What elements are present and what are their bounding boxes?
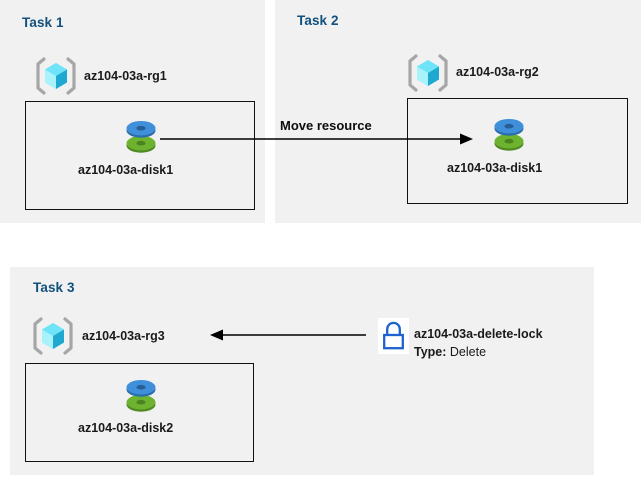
disk-label-task3: az104-03a-disk2 bbox=[78, 421, 174, 435]
connector-move-resource-label: Move resource bbox=[280, 118, 372, 133]
resource-box-task3 bbox=[25, 363, 254, 462]
panel-task2-title: Task 2 bbox=[297, 13, 339, 28]
resource-box-task2 bbox=[407, 98, 628, 204]
disk-icon bbox=[490, 112, 528, 154]
disk-icon bbox=[122, 114, 160, 156]
panel-task1 bbox=[0, 0, 265, 223]
resource-group-label-task3: az104-03a-rg3 bbox=[82, 329, 165, 343]
lock-icon bbox=[378, 318, 409, 354]
disk-label-task1: az104-03a-disk1 bbox=[78, 163, 174, 177]
panel-task2 bbox=[275, 0, 641, 223]
panel-task1-title: Task 1 bbox=[22, 15, 64, 30]
lock-name-label: az104-03a-delete-lock bbox=[414, 327, 543, 341]
resource-group-label-task1: az104-03a-rg1 bbox=[84, 69, 167, 83]
resource-group-icon bbox=[31, 315, 75, 357]
disk-icon bbox=[122, 373, 160, 415]
panel-task3-title: Task 3 bbox=[33, 280, 75, 295]
connector-lock-to-rg3 bbox=[208, 325, 373, 345]
resource-group-icon bbox=[406, 52, 450, 94]
resource-box-task1 bbox=[25, 101, 255, 210]
lock-type-value: Delete bbox=[449, 345, 487, 359]
disk-label-task2: az104-03a-disk1 bbox=[447, 161, 543, 175]
resource-group-label-task2: az104-03a-rg2 bbox=[456, 65, 539, 79]
lock-type-row: Type: Delete bbox=[414, 345, 486, 359]
connector-move-resource bbox=[160, 128, 480, 150]
resource-group-icon bbox=[34, 55, 78, 97]
panel-task3 bbox=[10, 267, 594, 475]
lock-type-key: Type: bbox=[414, 345, 447, 359]
